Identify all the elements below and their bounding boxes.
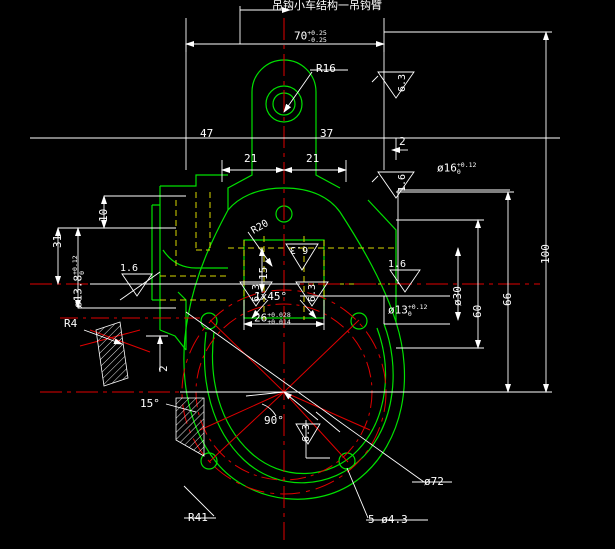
dim-left-10: 10 xyxy=(97,208,110,222)
dim-radius-41: R41 xyxy=(188,511,208,524)
dim-right-2: 2 xyxy=(399,135,406,148)
dimension-lines xyxy=(30,6,560,521)
dim-radius-top: R16 xyxy=(316,62,336,75)
dim-span-21-right: 21 xyxy=(306,152,320,165)
dim-right-37: 37 xyxy=(320,127,334,140)
dim-height-66: 66 xyxy=(501,292,514,306)
centerlines xyxy=(30,18,540,540)
dim-slot-depth: 15 xyxy=(257,266,270,280)
dim-dia-30: ø30 xyxy=(451,286,464,306)
section-hatching xyxy=(95,321,205,457)
surface-finish-slot-left-value: 6.3 xyxy=(251,283,262,302)
dim-angle-90: 90° xyxy=(264,414,284,427)
dim-left-47: 47 xyxy=(200,127,214,140)
surface-finish-bottom-value: 6.3 xyxy=(301,423,312,442)
dim-dia-60: 60 xyxy=(471,304,484,318)
surface-finish-mid-right-value: 1.6 xyxy=(397,173,408,192)
dim-slot-width: 26+0.028+0.014 xyxy=(254,311,291,326)
drawing-title: 吊钩小车结构一吊钩臂 xyxy=(272,0,382,12)
dim-span-21-left: 21 xyxy=(244,152,258,165)
dim-dia-72: ø72 xyxy=(424,475,444,488)
surface-finish-top-right-value: 6.3 xyxy=(397,73,408,92)
dim-left-31: 31 xyxy=(51,234,64,248)
surface-finish-slot-top-value: 6.3 xyxy=(290,244,309,255)
surface-finish-bore-right-value: 1.6 xyxy=(388,259,407,270)
dim-height-100: 100 xyxy=(539,244,552,264)
dim-holes-5: 5-ø4.3 xyxy=(368,513,408,526)
surface-finish-left-value: 1.6 xyxy=(120,263,139,274)
dim-angle-15: 15° xyxy=(140,397,160,410)
surface-finish-slot-right-value: 6.3 xyxy=(307,283,318,302)
dim-radius-4: R4 xyxy=(64,317,78,330)
dim-top-width: 70+0.25-0.25 xyxy=(294,29,327,44)
dim-left-2: 2 xyxy=(157,365,170,372)
dim-chamfer: 1x45° xyxy=(254,290,288,303)
